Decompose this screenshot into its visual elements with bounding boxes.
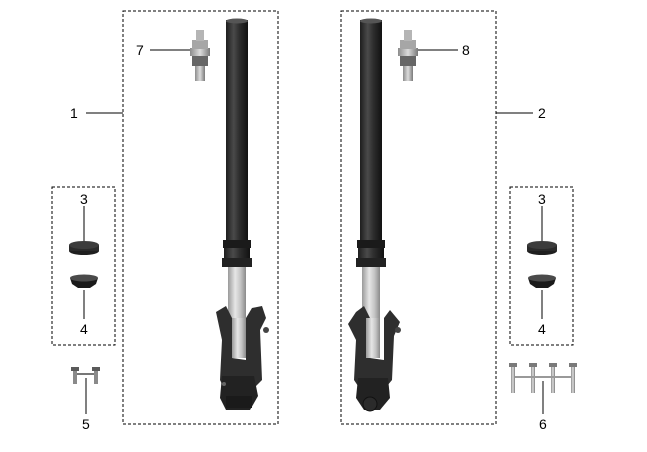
callout-7: 7 (136, 42, 144, 58)
fork-cap-8 (398, 30, 418, 81)
callout-5: 5 (82, 416, 90, 432)
right-seal-kit-box (509, 186, 574, 346)
fork-cap-7 (190, 30, 210, 81)
callout-1: 1 (70, 105, 78, 121)
callout-4-right: 4 (538, 321, 546, 337)
left-fork-box (122, 10, 279, 425)
oil-seal-right (528, 274, 556, 288)
callout-6: 6 (539, 416, 547, 432)
dust-seal-right (527, 241, 557, 255)
bolts-5 (71, 367, 100, 384)
callout-8: 8 (462, 42, 470, 58)
right-fork-leg (348, 18, 401, 412)
right-fork-box (340, 10, 497, 425)
oil-seal-left (70, 274, 98, 288)
left-seal-kit-box (51, 186, 116, 346)
callout-3-left: 3 (80, 191, 88, 207)
callout-2: 2 (538, 105, 546, 121)
left-fork-leg (216, 18, 269, 410)
bolts-6 (509, 363, 577, 393)
callout-4-left: 4 (80, 321, 88, 337)
callout-3-right: 3 (538, 191, 546, 207)
dust-seal-left (69, 241, 99, 255)
